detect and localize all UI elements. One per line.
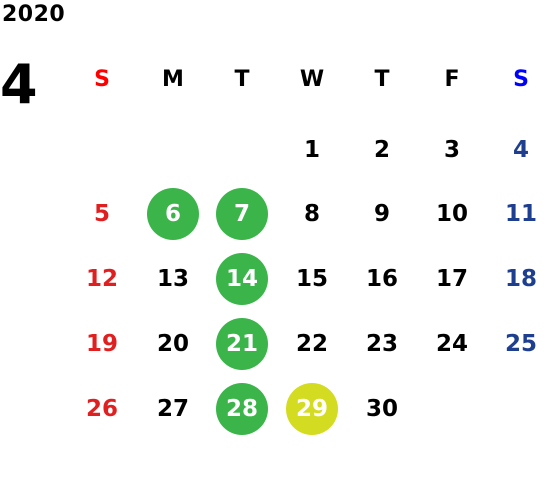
date-4[interactable]: 4 — [512, 136, 529, 163]
date-8[interactable]: 8 — [303, 200, 320, 227]
date-19[interactable]: 19 — [85, 330, 118, 357]
date-marked-28[interactable]: 28 — [216, 383, 268, 435]
date-12[interactable]: 12 — [85, 265, 118, 292]
date-9[interactable]: 9 — [373, 200, 390, 227]
date-17[interactable]: 17 — [435, 265, 468, 292]
date-marked-21[interactable]: 21 — [216, 318, 268, 370]
weekday-header-2: M — [162, 67, 184, 92]
date-13[interactable]: 13 — [156, 265, 189, 292]
date-15[interactable]: 15 — [295, 265, 328, 292]
date-marked-29[interactable]: 29 — [286, 383, 338, 435]
date-10[interactable]: 10 — [435, 200, 468, 227]
weekday-header-4: W — [299, 67, 325, 92]
weekday-header-3: T — [234, 67, 250, 92]
date-23[interactable]: 23 — [365, 330, 398, 357]
date-30[interactable]: 30 — [365, 395, 398, 422]
date-2[interactable]: 2 — [373, 136, 390, 163]
weekday-header-7: S — [513, 67, 529, 92]
date-25[interactable]: 25 — [504, 330, 537, 357]
weekday-header-6: F — [444, 67, 460, 92]
date-marked-14[interactable]: 14 — [216, 253, 268, 305]
date-26[interactable]: 26 — [85, 395, 118, 422]
weekday-header-1: S — [94, 67, 110, 92]
date-11[interactable]: 11 — [504, 200, 537, 227]
date-22[interactable]: 22 — [295, 330, 328, 357]
date-3[interactable]: 3 — [443, 136, 460, 163]
date-27[interactable]: 27 — [156, 395, 189, 422]
date-18[interactable]: 18 — [504, 265, 537, 292]
date-5[interactable]: 5 — [93, 200, 110, 227]
date-20[interactable]: 20 — [156, 330, 189, 357]
date-24[interactable]: 24 — [435, 330, 468, 357]
date-1[interactable]: 1 — [303, 136, 320, 163]
date-16[interactable]: 16 — [365, 265, 398, 292]
year-label: 2020 — [2, 2, 66, 27]
month-label: 4 — [0, 53, 38, 116]
weekday-header-5: T — [374, 67, 390, 92]
date-marked-7[interactable]: 7 — [216, 188, 268, 240]
date-marked-6[interactable]: 6 — [147, 188, 199, 240]
